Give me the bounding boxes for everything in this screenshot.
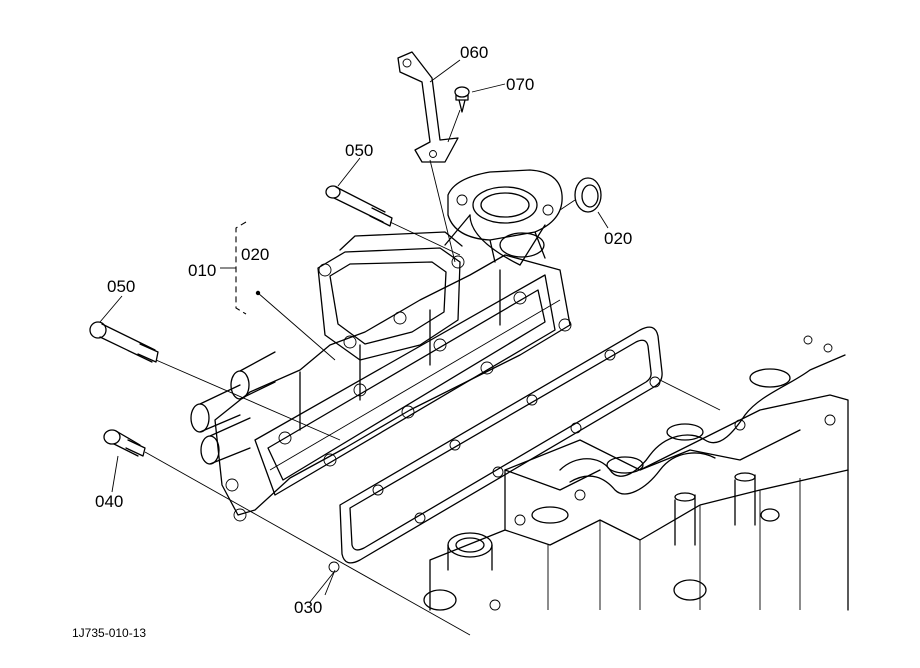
callout-010: 010 (188, 261, 216, 280)
leader-050-left (99, 295, 123, 323)
callout-050-top: 050 (345, 141, 373, 160)
leader-040 (111, 455, 119, 493)
drawing-code: 1J735-010-13 (72, 626, 146, 640)
leader-050-top (337, 157, 361, 187)
leader-030 (309, 571, 335, 603)
bolt-040 (103, 429, 146, 457)
o-ring-020 (574, 177, 602, 213)
callout-040: 040 (95, 492, 123, 511)
leader-070 (471, 83, 506, 93)
outlet-flange (447, 169, 563, 263)
callout-070: 070 (506, 75, 534, 94)
callout-020-ring: 020 (604, 229, 632, 248)
bolt-050-top (325, 185, 393, 227)
bolt-070 (454, 86, 470, 113)
callout-060: 060 (460, 43, 488, 62)
callout-030: 030 (294, 598, 322, 617)
callout-020-set: 020 (241, 245, 269, 264)
alignment-lines (144, 109, 721, 636)
bracket-060 (397, 51, 459, 163)
callout-050-left: 050 (107, 277, 135, 296)
bolt-050-left (89, 321, 159, 363)
gasket-030 (328, 326, 663, 573)
head-port-pattern (531, 354, 846, 524)
leader-060 (429, 59, 461, 83)
leader-020-ring (597, 211, 609, 229)
set-bracket (235, 221, 247, 315)
set-dot (255, 290, 261, 296)
cylinder-head (423, 335, 849, 611)
